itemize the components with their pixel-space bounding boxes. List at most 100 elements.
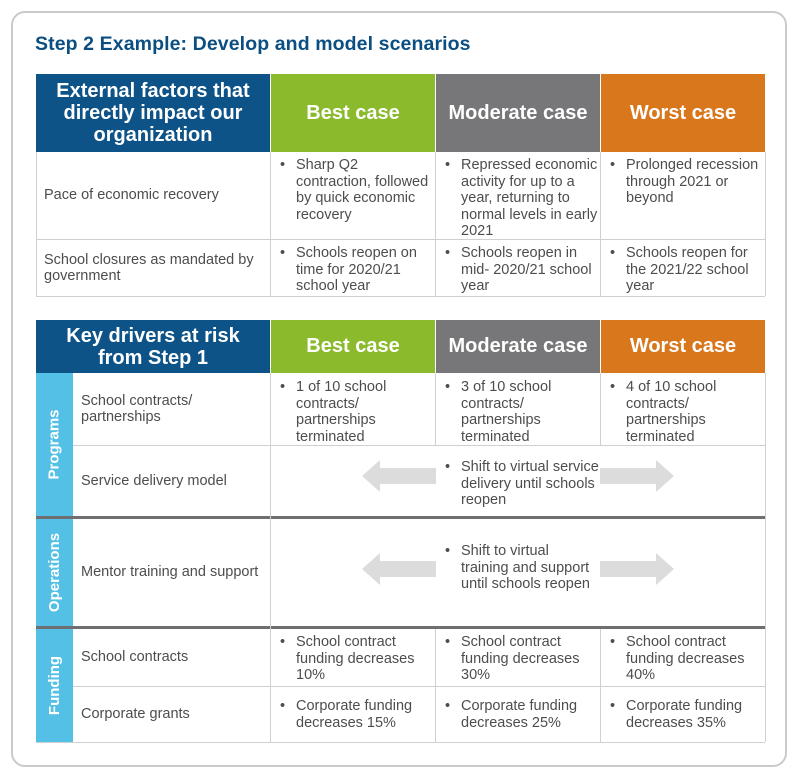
bullet: •	[610, 634, 616, 650]
best-case-header-text: Best case	[306, 335, 400, 357]
section-divider	[36, 626, 765, 629]
bullet: •	[445, 634, 451, 650]
cell-text: Schools reopen on time for 2020/21 schoo…	[296, 245, 417, 294]
group-programs-label: Programs	[46, 409, 63, 480]
row-label-text: Service delivery model	[81, 472, 227, 489]
best-case-header: Best case	[271, 74, 435, 152]
bullet: •	[280, 157, 286, 173]
group-funding: Funding	[36, 629, 73, 742]
cell-closures-worst: • Schools reopen for the 2021/22 school …	[610, 245, 762, 295]
cell-text: Corporate funding decreases 15%	[296, 698, 413, 731]
bullet: •	[445, 157, 451, 173]
bullet: •	[280, 379, 286, 395]
arrow-right-icon	[600, 553, 674, 585]
cell-text: 1 of 10 school contracts/ partnerships t…	[296, 379, 387, 445]
bullet: •	[280, 634, 286, 650]
worst-case-header: Worst case	[601, 74, 765, 152]
grid-line	[73, 445, 765, 446]
grid-line	[36, 296, 765, 297]
bullet: •	[445, 543, 451, 559]
row-label-school-closures: School closures as mandated by governmen…	[36, 240, 271, 296]
bullet: •	[610, 157, 616, 173]
arrow-right-icon	[600, 460, 674, 492]
worst-case-header-text: Worst case	[629, 335, 737, 357]
cell-text: School contract funding decreases 10%	[296, 634, 415, 683]
cell-mentor-training-all: • Shift to virtual training and support …	[445, 543, 595, 593]
section-divider	[36, 516, 765, 519]
cell-grants-moderate: • Corporate funding decreases 25%	[445, 698, 600, 731]
grid-line	[765, 373, 766, 742]
row-label-text: Pace of economic recovery	[44, 187, 219, 204]
key-drivers-header-text: Key drivers at risk from Step 1	[66, 324, 240, 369]
row-label-mentor-training: Mentor training and support	[73, 519, 271, 626]
bullet: •	[445, 379, 451, 395]
moderate-case-header-2: Moderate case	[436, 320, 600, 373]
moderate-case-header: Moderate case	[436, 74, 600, 152]
bullet: •	[610, 379, 616, 395]
cell-text: Schools reopen in mid- 2020/21 school ye…	[461, 245, 592, 294]
cell-text: Repressed economic activity for up to a …	[461, 157, 598, 239]
row-label-funding-school-contracts: School contracts	[73, 629, 271, 686]
cell-service-delivery-all: • Shift to virtual service delivery unti…	[445, 459, 600, 509]
grid-line	[270, 152, 271, 296]
row-label-text: School contracts/ partnerships	[81, 392, 193, 426]
moderate-case-header-text: Moderate case	[448, 335, 588, 357]
grid-line	[435, 373, 436, 445]
row-label-text: School contracts	[81, 649, 189, 666]
cell-contracts-best: • 1 of 10 school contracts/ partnerships…	[280, 379, 430, 445]
row-label-corporate-grants: Corporate grants	[73, 687, 271, 742]
cell-text: Shift to virtual service delivery until …	[461, 459, 599, 508]
grid-line	[36, 239, 765, 240]
bullet: •	[445, 459, 451, 475]
arrow-left-icon	[362, 460, 436, 492]
grid-line	[435, 152, 436, 296]
cell-text: School contract funding decreases 30%	[461, 634, 580, 683]
arrow-left-icon	[362, 553, 436, 585]
best-case-header-text: Best case	[306, 101, 400, 124]
row-label-school-contracts-partnerships: School contracts/ partnerships	[73, 373, 271, 445]
grid-line	[600, 373, 601, 445]
worst-case-header-text: Worst case	[629, 101, 737, 124]
cell-text: Sharp Q2 contraction, followed by quick …	[296, 157, 429, 223]
cell-funding-contracts-best: • School contract funding decreases 10%	[280, 634, 435, 684]
cell-text: 4 of 10 school contracts/ partnerships t…	[626, 379, 717, 445]
grid-line	[765, 152, 766, 296]
grid-line	[600, 629, 601, 742]
cell-contracts-moderate: • 3 of 10 school contracts/ partnerships…	[445, 379, 595, 445]
row-label-service-delivery: Service delivery model	[73, 446, 271, 516]
bullet: •	[610, 245, 616, 261]
cell-closures-moderate: • Schools reopen in mid- 2020/21 school …	[445, 245, 595, 295]
grid-line	[600, 152, 601, 296]
key-drivers-header: Key drivers at risk from Step 1	[36, 320, 270, 373]
external-factors-header: External factors that directly impact ou…	[36, 74, 270, 152]
row-label-text: School closures as mandated by governmen…	[44, 251, 254, 285]
cell-funding-contracts-worst: • School contract funding decreases 40%	[610, 634, 762, 684]
cell-economic-moderate: • Repressed economic activity for up to …	[445, 157, 600, 240]
row-label-text: Mentor training and support	[81, 564, 259, 581]
grid-line	[36, 152, 37, 296]
group-operations: Operations	[36, 519, 73, 626]
grid-line	[270, 373, 271, 742]
cell-contracts-worst: • 4 of 10 school contracts/ partnerships…	[610, 379, 760, 445]
group-funding-label: Funding	[46, 655, 63, 716]
grid-line	[435, 629, 436, 742]
bullet: •	[280, 245, 286, 261]
cell-text: Corporate funding decreases 35%	[626, 698, 743, 731]
cell-grants-best: • Corporate funding decreases 15%	[280, 698, 435, 731]
page-title: Step 2 Example: Develop and model scenar…	[35, 33, 471, 55]
cell-text: 3 of 10 school contracts/ partnerships t…	[461, 379, 552, 445]
cell-text: School contract funding decreases 40%	[626, 634, 745, 683]
cell-grants-worst: • Corporate funding decreases 35%	[610, 698, 762, 731]
cell-text: Prolonged recession through 2021 or beyo…	[626, 157, 759, 206]
cell-closures-best: • Schools reopen on time for 2020/21 sch…	[280, 245, 435, 295]
cell-text: Shift to virtual training and support un…	[461, 543, 590, 592]
cell-funding-contracts-moderate: • School contract funding decreases 30%	[445, 634, 600, 684]
bullet: •	[280, 698, 286, 714]
grid-line	[36, 742, 765, 743]
bullet: •	[445, 698, 451, 714]
row-label-text: Corporate grants	[81, 706, 190, 723]
grid-line	[73, 686, 765, 687]
bullet: •	[445, 245, 451, 261]
external-factors-header-text: External factors that directly impact ou…	[56, 80, 250, 146]
bullet: •	[610, 698, 616, 714]
